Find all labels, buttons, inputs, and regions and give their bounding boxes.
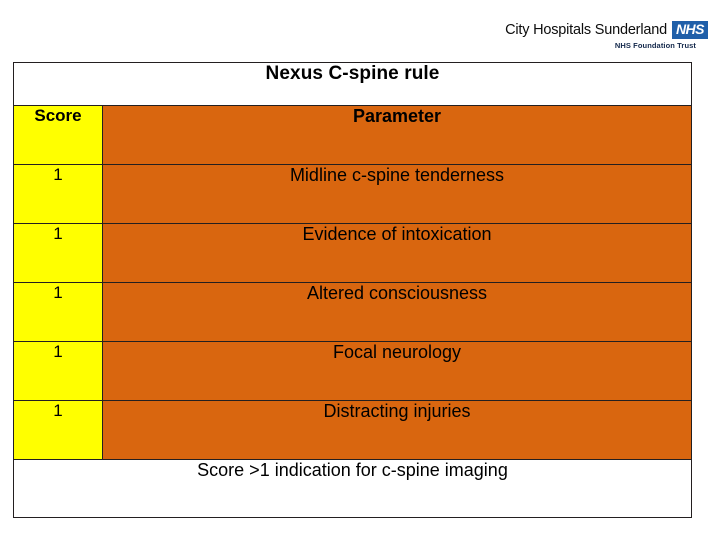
cell-parameter: Distracting injuries bbox=[102, 400, 692, 460]
cell-score: 1 bbox=[13, 341, 103, 401]
table-row: 1 Focal neurology bbox=[13, 341, 692, 401]
cell-parameter: Midline c-spine tenderness bbox=[102, 164, 692, 224]
nexus-table-container: Nexus C-spine rule Score Parameter 1 Mid… bbox=[13, 62, 692, 518]
nhs-logo-icon: NHS bbox=[671, 21, 708, 39]
cell-score: 1 bbox=[13, 282, 103, 342]
table-header-row: Score Parameter bbox=[13, 105, 692, 165]
nexus-c-spine-rule-table: Nexus C-spine rule Score Parameter 1 Mid… bbox=[13, 62, 692, 518]
table-footer-row: Score >1 indication for c-spine imaging bbox=[13, 459, 692, 518]
table-title-row: Nexus C-spine rule bbox=[13, 62, 692, 106]
table-title: Nexus C-spine rule bbox=[13, 62, 692, 106]
table-row: 1 Altered consciousness bbox=[13, 282, 692, 342]
table-row: 1 Midline c-spine tenderness bbox=[13, 164, 692, 224]
cell-parameter: Altered consciousness bbox=[102, 282, 692, 342]
cell-parameter: Focal neurology bbox=[102, 341, 692, 401]
table-row: 1 Evidence of intoxication bbox=[13, 223, 692, 283]
column-header-score: Score bbox=[13, 105, 103, 165]
logo-primary-row: City Hospitals Sunderland NHS bbox=[505, 21, 708, 39]
table-row: 1 Distracting injuries bbox=[13, 400, 692, 460]
cell-score: 1 bbox=[13, 223, 103, 283]
cell-parameter: Evidence of intoxication bbox=[102, 223, 692, 283]
column-header-parameter: Parameter bbox=[102, 105, 692, 165]
foundation-trust-subtitle: NHS Foundation Trust bbox=[614, 40, 696, 50]
trust-logo: City Hospitals Sunderland NHS NHS Founda… bbox=[505, 21, 708, 49]
cell-score: 1 bbox=[13, 164, 103, 224]
footer-note: Score >1 indication for c-spine imaging bbox=[13, 459, 692, 518]
cell-score: 1 bbox=[13, 400, 103, 460]
trust-name-text: City Hospitals Sunderland bbox=[505, 21, 667, 38]
